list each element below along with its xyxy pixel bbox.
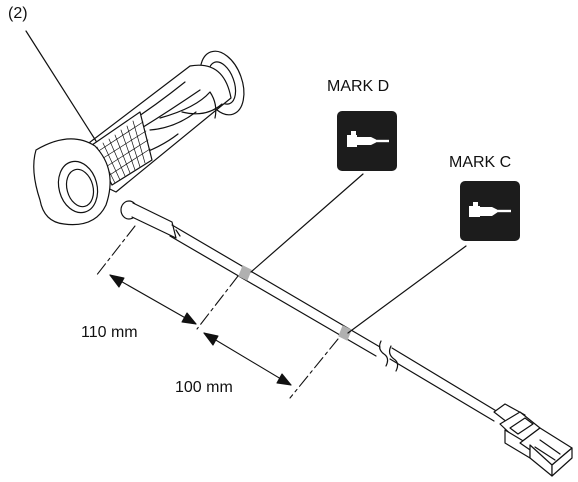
dimension-110-label: 110 mm bbox=[81, 324, 138, 341]
dimension-lines bbox=[95, 225, 339, 399]
connector-plug-icon bbox=[347, 131, 389, 147]
dimension-100-label: 100 mm bbox=[175, 379, 233, 396]
callout-label: (2) bbox=[8, 5, 28, 22]
connector-plug-icon bbox=[469, 202, 511, 217]
heated-grip bbox=[33, 50, 245, 226]
leader-lines bbox=[25, 30, 467, 334]
mark-c-connector-plug-icon bbox=[460, 181, 520, 241]
connector bbox=[493, 403, 573, 477]
mark-d-label: MARK D bbox=[327, 78, 390, 95]
mark-d-connector-plug-icon bbox=[337, 111, 397, 171]
cable-assembly bbox=[120, 200, 499, 422]
mark-c-label: MARK C bbox=[449, 154, 512, 171]
